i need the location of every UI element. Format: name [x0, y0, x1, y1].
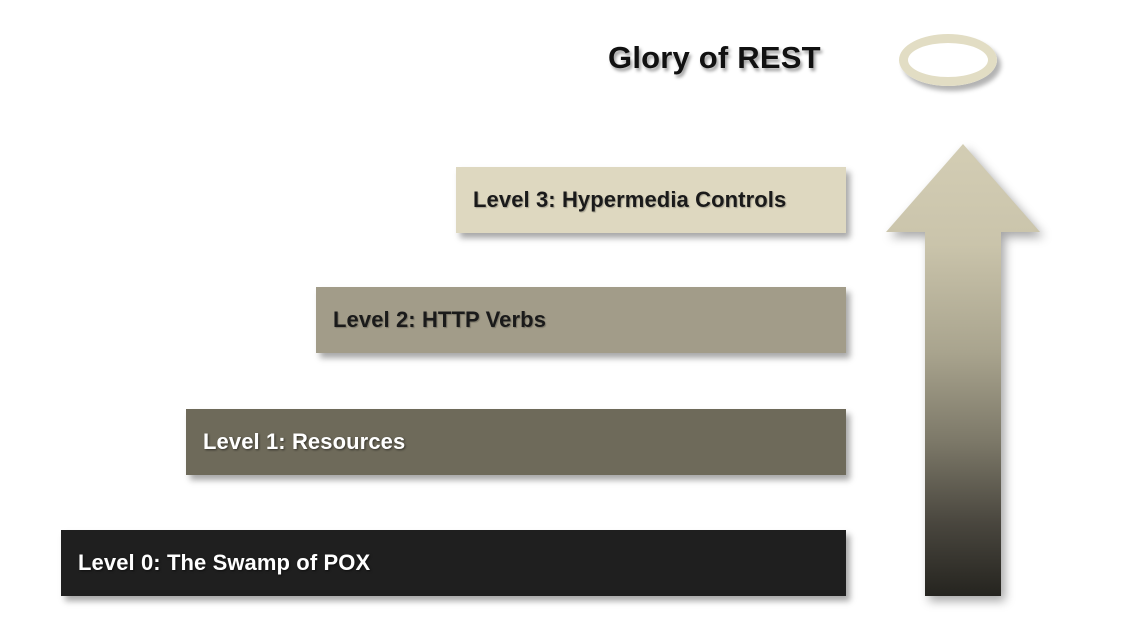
maturity-bar-level3-label: Level 3: Hypermedia Controls [473, 187, 787, 212]
maturity-bar-level2-label: Level 2: HTTP Verbs [333, 307, 547, 332]
maturity-bar-level0-label: Level 0: The Swamp of POX [78, 550, 371, 575]
maturity-bar-level3[interactable]: Level 3: Hypermedia Controls [456, 167, 846, 233]
maturity-bar-level1[interactable]: Level 1: Resources [186, 409, 846, 475]
halo-ellipse [899, 34, 997, 86]
maturity-bar-level2[interactable]: Level 2: HTTP Verbs [316, 287, 846, 353]
halo-ring-icon [897, 32, 1005, 92]
up-arrow-icon [884, 140, 1042, 598]
maturity-bar-level0[interactable]: Level 0: The Swamp of POX [61, 530, 846, 596]
page-title: Glory of REST [608, 40, 821, 75]
maturity-bar-level1-label: Level 1: Resources [203, 429, 406, 454]
